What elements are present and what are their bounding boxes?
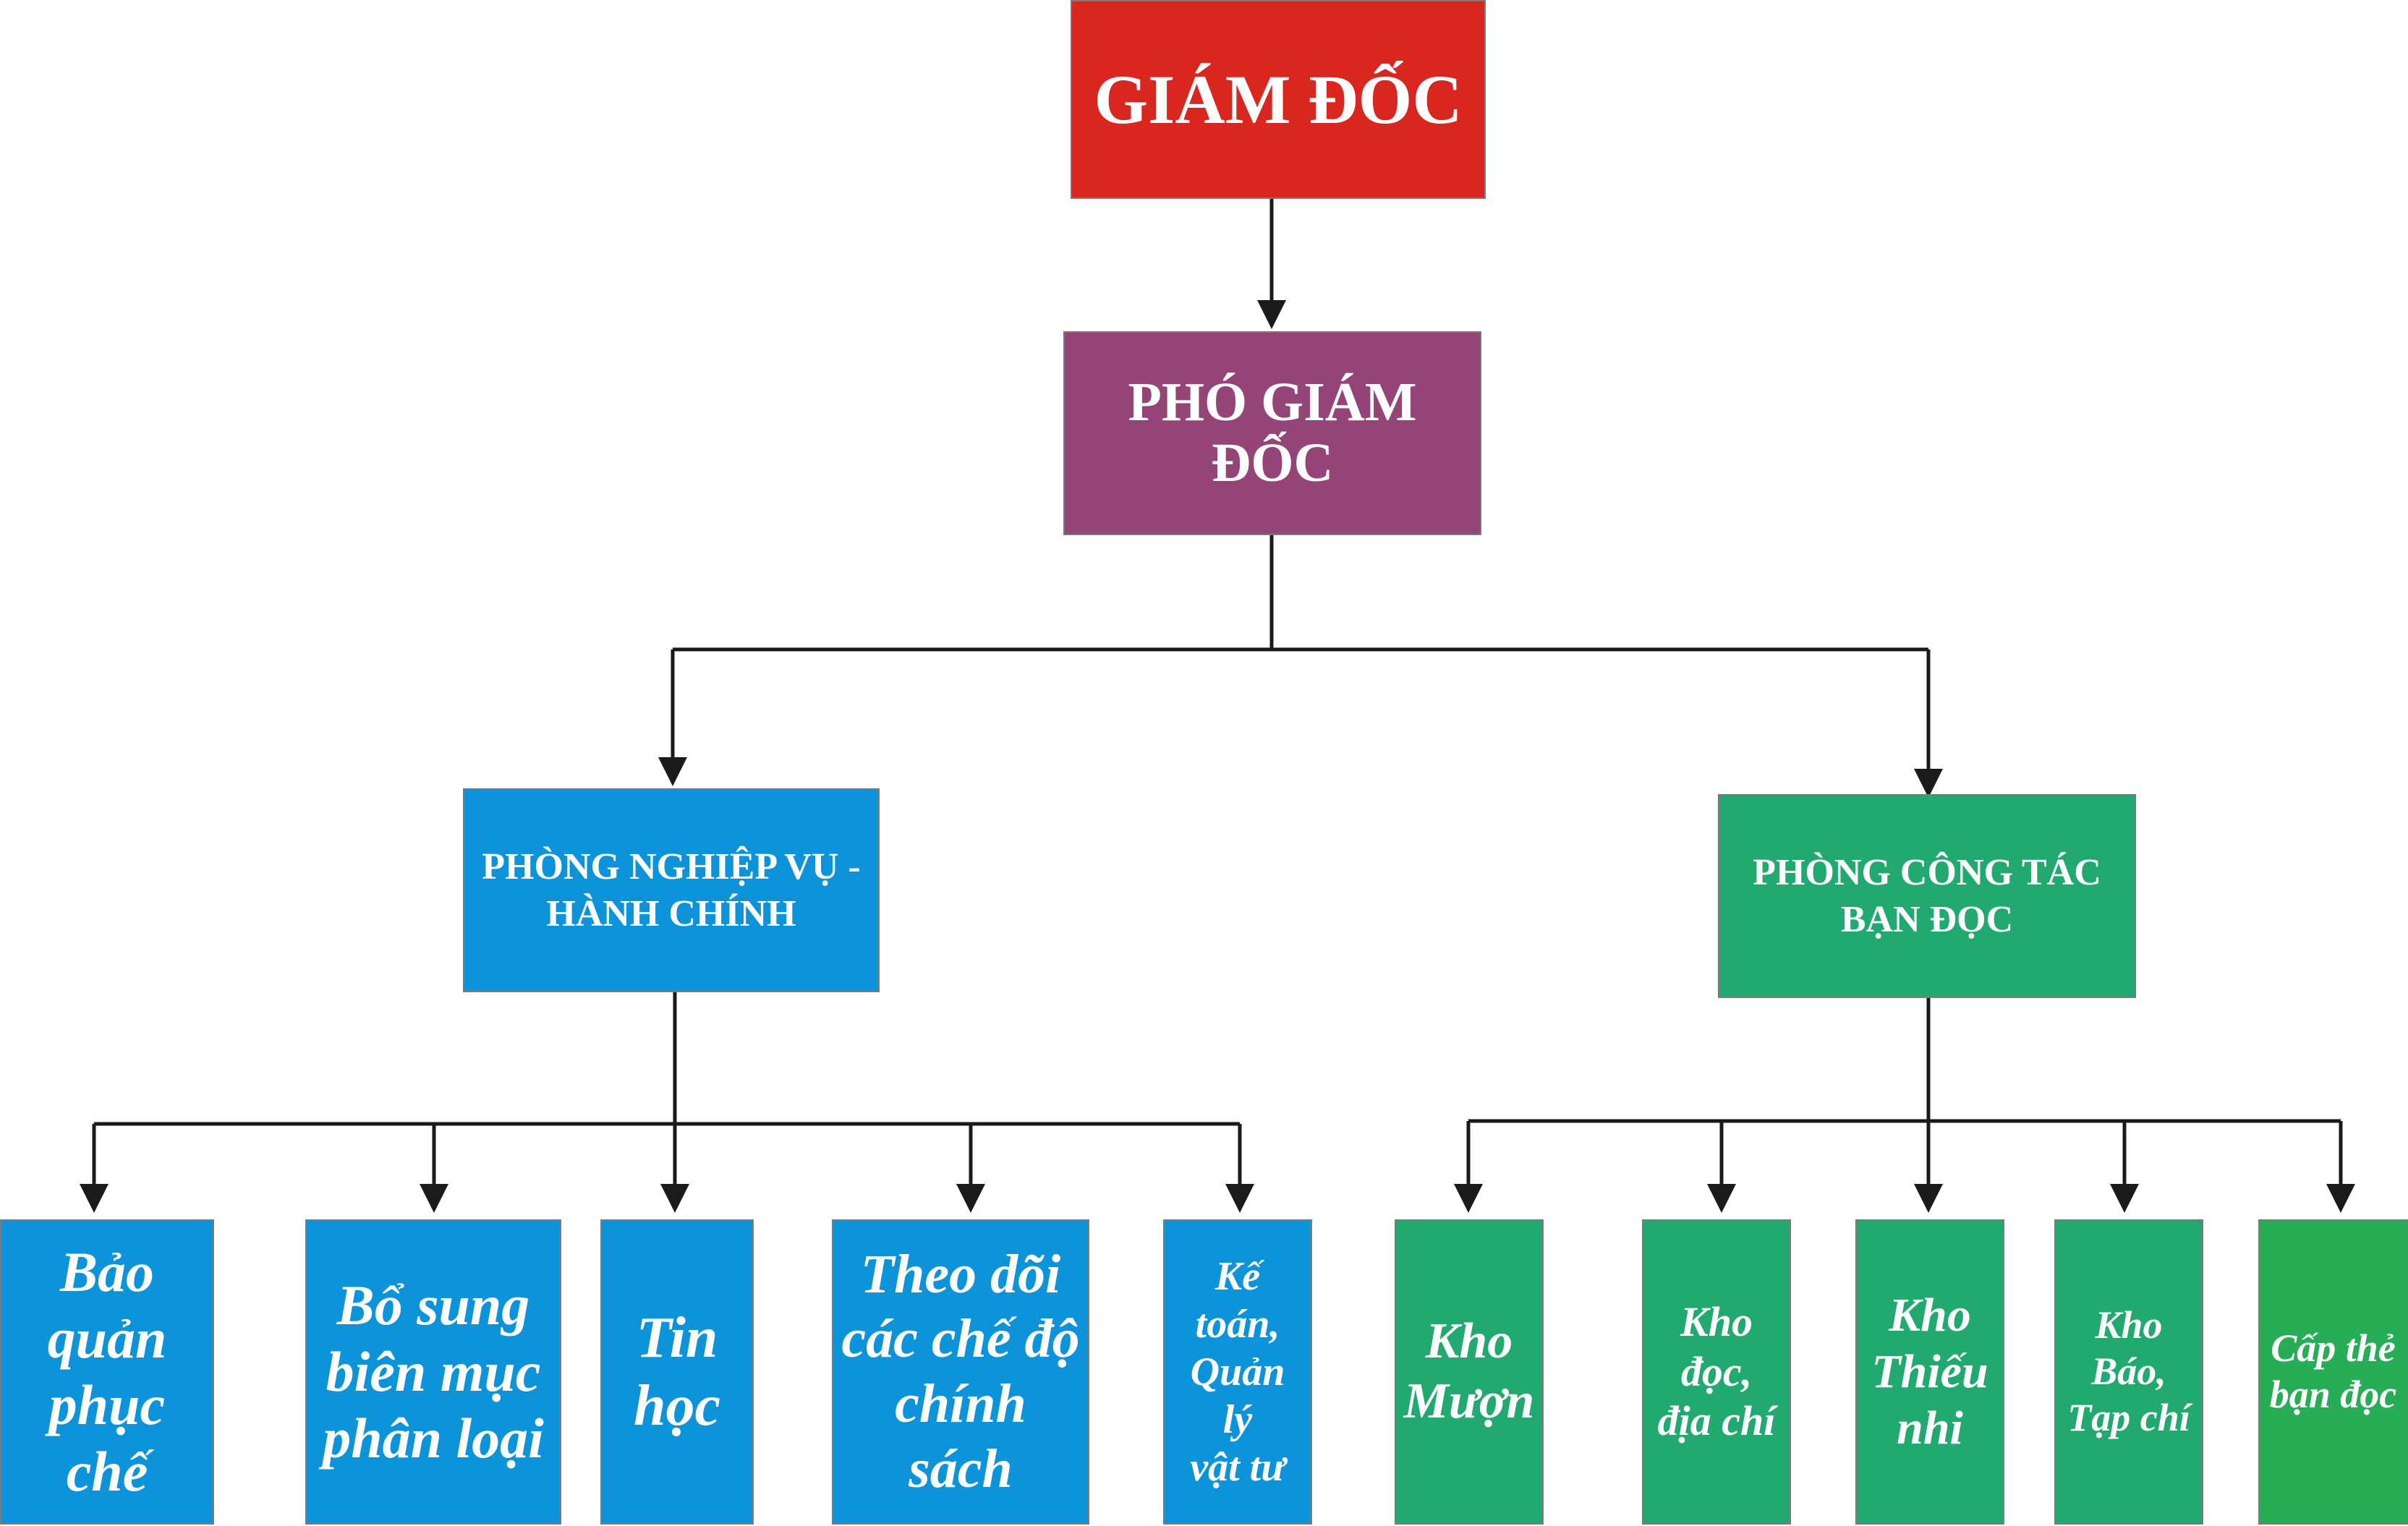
unit-label-line: địa chí xyxy=(1657,1397,1776,1445)
dept-reader-label-line1: PHÒNG CÔNG TÁC xyxy=(1753,852,2101,893)
unit-label-line: Tin xyxy=(636,1305,718,1370)
unit-label-line: Theo dõi xyxy=(860,1243,1061,1305)
unit-label-line: Bảo xyxy=(59,1240,155,1303)
unit-label-line: Mượn xyxy=(1403,1373,1535,1429)
dept-admin-box: PHÒNG NGHIỆP VỤ - HÀNH CHÍNH xyxy=(463,788,880,992)
unit-label-line: nhi xyxy=(1897,1401,1963,1454)
unit-label-line: biên mục xyxy=(326,1339,541,1403)
unit-label-line: quản xyxy=(47,1306,167,1370)
deputy-director-label: PHÓ GIÁM ĐỐC xyxy=(1128,372,1417,493)
unit-label-line: Kế toán, xyxy=(1195,1253,1280,1347)
reader-unit-box: Cấp thẻ bạn đọc xyxy=(2258,1219,2408,1525)
unit-label-line: chính sách xyxy=(895,1373,1026,1499)
unit-label-line: các chế độ xyxy=(841,1308,1080,1370)
dept-reader-label-line2: BẠN ĐỌC xyxy=(1840,899,2014,940)
admin-unit-box: Bảo quản phục chế xyxy=(0,1219,214,1525)
dept-admin-label-line2: HÀNH CHÍNH xyxy=(546,893,796,934)
unit-label-line: chế xyxy=(66,1440,148,1504)
reader-unit-box: Kho Mượn xyxy=(1395,1219,1544,1525)
unit-label-line: Tạp chí xyxy=(2067,1395,2190,1439)
unit-label-line: Thiếu xyxy=(1871,1345,1988,1399)
reader-unit-box: Kho Báo, Tạp chí xyxy=(2054,1219,2203,1525)
unit-label-line: Kho Báo, xyxy=(2091,1303,2166,1394)
director-label: GIÁM ĐỐC xyxy=(1094,60,1463,138)
reader-unit-box: Kho Thiếu nhi xyxy=(1855,1219,2004,1525)
unit-label-line: học xyxy=(634,1374,720,1438)
unit-label-line: Cấp thẻ xyxy=(2271,1326,2396,1371)
unit-label-line: bạn đọc xyxy=(2269,1373,2397,1416)
admin-unit-box: Theo dõi các chế độ chính sách xyxy=(832,1219,1089,1525)
admin-unit-box: Bổ sung biên mục phân loại xyxy=(305,1219,561,1525)
admin-unit-box: Kế toán, Quản lý vật tư xyxy=(1163,1219,1312,1525)
unit-label-line: Kho xyxy=(1425,1313,1513,1370)
reader-unit-box: Kho đọc, địa chí xyxy=(1642,1219,1791,1525)
unit-label-line: Bổ sung xyxy=(336,1273,530,1337)
unit-label-line: Quản lý xyxy=(1190,1349,1285,1443)
unit-label-line: Kho đọc, xyxy=(1680,1298,1753,1395)
admin-unit-box: Tin học xyxy=(600,1219,754,1525)
dept-reader-box: PHÒNG CÔNG TÁC BẠN ĐỌC xyxy=(1718,794,2136,998)
unit-label-line: vật tư xyxy=(1190,1445,1285,1491)
unit-label-line: Kho xyxy=(1889,1289,1971,1342)
unit-label-line: phục xyxy=(48,1373,166,1436)
dept-admin-label-line1: PHÒNG NGHIỆP VỤ - xyxy=(482,846,861,887)
unit-label-line: phân loại xyxy=(323,1407,544,1470)
deputy-director-box: PHÓ GIÁM ĐỐC xyxy=(1063,331,1481,535)
director-box: GIÁM ĐỐC xyxy=(1071,0,1486,199)
